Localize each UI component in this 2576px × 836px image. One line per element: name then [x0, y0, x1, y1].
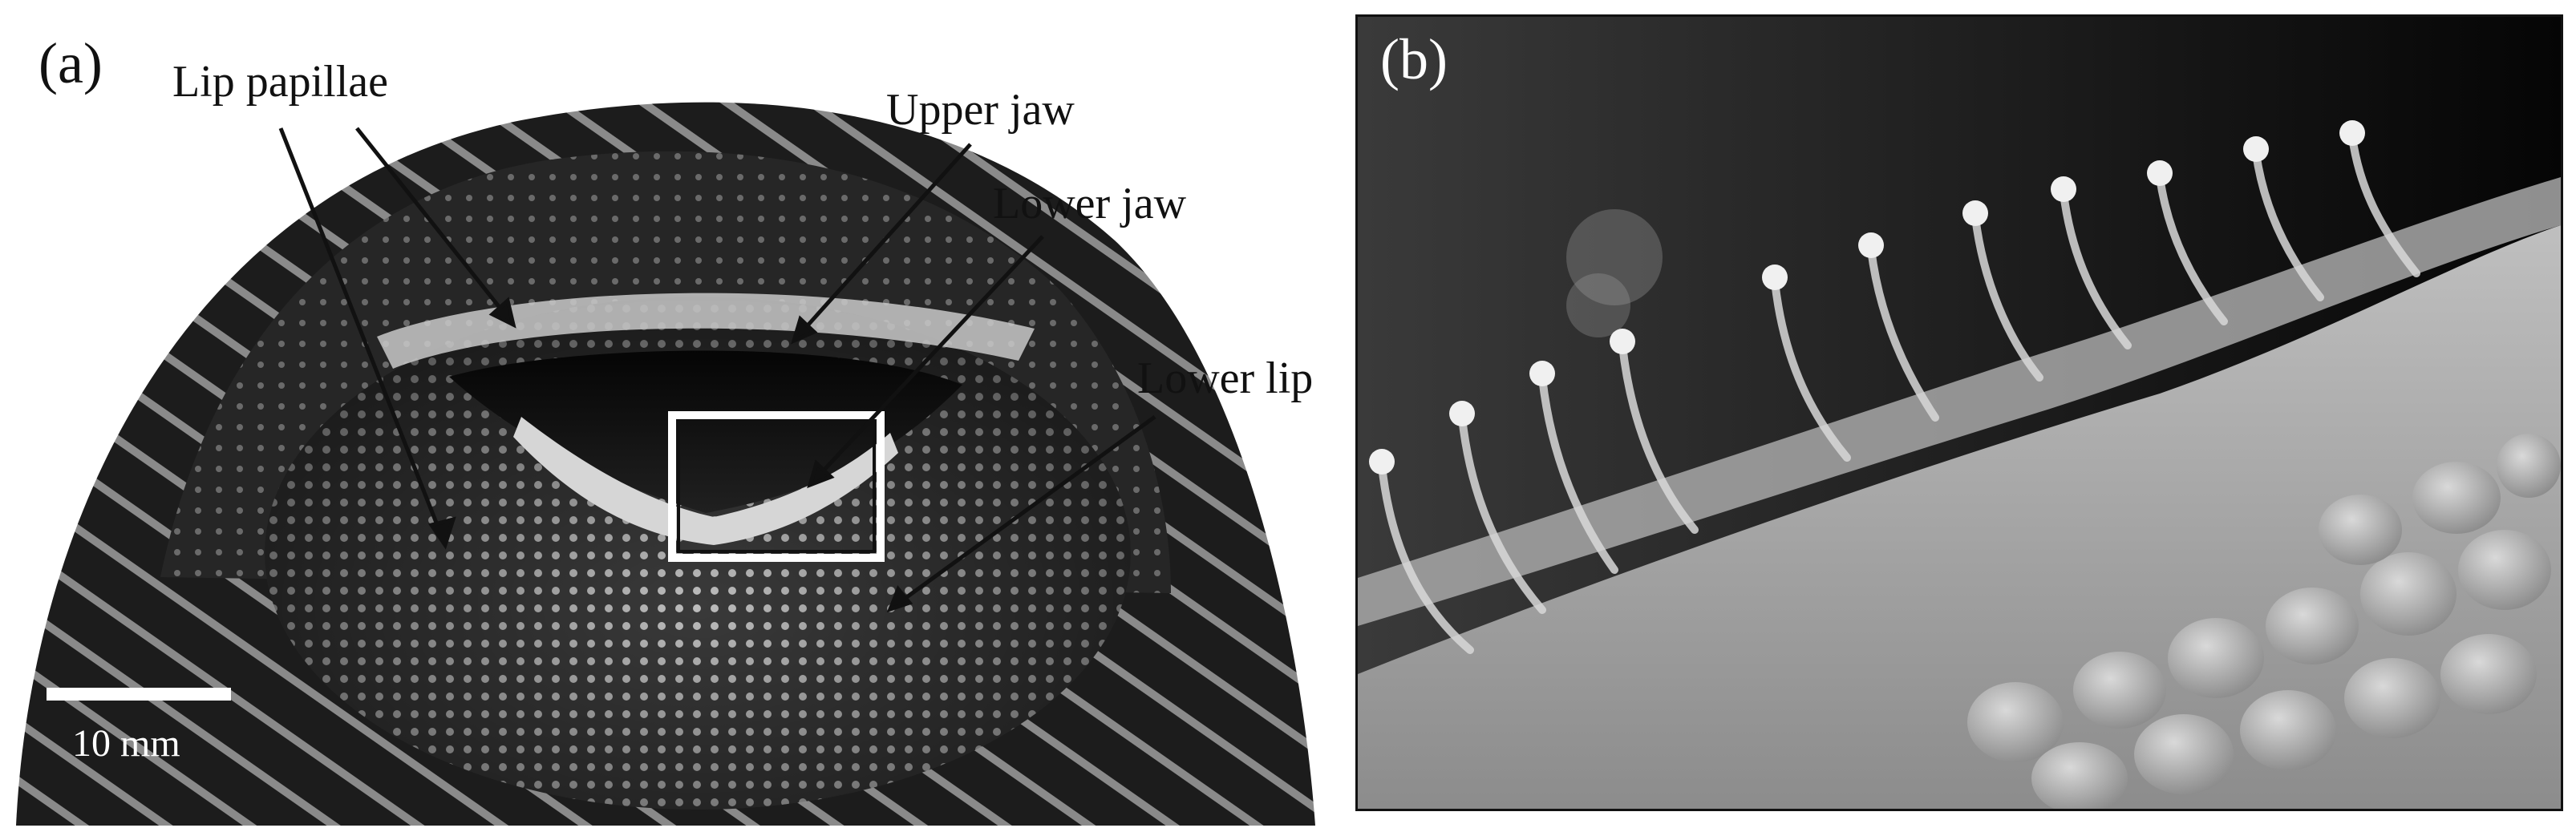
label-lower-jaw: Lower jaw — [993, 179, 1187, 228]
label-upper-jaw: Upper jaw — [886, 85, 1075, 135]
panel-b-closeup: (b) — [1355, 14, 2563, 811]
panel-letter-b: (b) — [1380, 27, 1448, 91]
annotation-arrows — [278, 127, 1156, 613]
lower-jaw-teeth — [513, 417, 898, 545]
scale-bar-label: 10 mm — [72, 722, 180, 765]
scale-bar — [47, 688, 231, 701]
panel-a-photo: (a) Lip papillae Upper jaw Lower jaw Low… — [16, 31, 1315, 826]
zoom-box — [668, 411, 885, 562]
mouth-photo — [16, 102, 1315, 826]
label-lip-papillae: Lip papillae — [172, 57, 389, 107]
label-lower-lip: Lower lip — [1137, 353, 1314, 403]
papillae-bumps — [1967, 434, 2561, 809]
teeth-comb — [1378, 133, 2420, 654]
tooth-tips — [1369, 120, 2365, 475]
closeup-photo — [1358, 17, 2561, 809]
upper-jaw-ridge — [377, 293, 1035, 369]
panel-letter-a: (a) — [38, 31, 103, 95]
